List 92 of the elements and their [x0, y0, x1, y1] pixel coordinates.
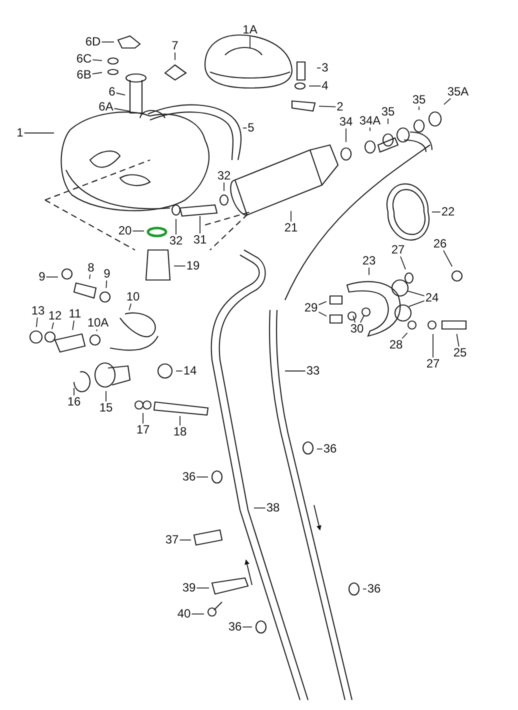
- callout-number: 39: [182, 582, 196, 594]
- callout-number: 27: [391, 244, 405, 256]
- leader-line: [242, 626, 252, 628]
- callout-number: 22: [441, 206, 455, 218]
- callout-number: 32: [217, 170, 231, 182]
- callout-number: 8: [88, 262, 94, 274]
- leader-line: [196, 476, 208, 478]
- leader-line: [316, 448, 323, 450]
- callout-number: 1A: [242, 24, 258, 36]
- callout-number: 29: [304, 302, 318, 314]
- leader-line: [89, 274, 91, 280]
- callout-number: 3: [322, 62, 328, 74]
- callout-number: 36: [228, 620, 242, 634]
- callout-number: 5: [248, 122, 254, 134]
- callout-number: 35: [412, 94, 426, 106]
- callout-number: 14: [183, 364, 197, 378]
- callout-number: 33: [306, 364, 320, 378]
- callout-number: 9: [38, 270, 46, 284]
- leader-line: [432, 334, 434, 358]
- callout-number: 36: [182, 470, 196, 484]
- leader-line: [128, 303, 132, 311]
- callout-number: 34A: [359, 114, 381, 128]
- leader-line: [142, 412, 144, 424]
- leader-line: [408, 300, 425, 308]
- leader-line: [36, 317, 38, 328]
- callout-number: 20: [118, 224, 132, 238]
- callout-number: 12: [48, 310, 62, 322]
- leader-line: [106, 280, 108, 288]
- callout-number: 26: [433, 238, 447, 250]
- callout-number: 25: [453, 346, 467, 360]
- callout-number: 6C: [76, 52, 92, 66]
- callout-number: 32: [169, 234, 183, 248]
- callout-number: 10A: [87, 316, 109, 330]
- leader-line: [174, 52, 176, 60]
- callout-number: 9: [104, 268, 110, 280]
- callout-number: 36: [323, 442, 337, 456]
- callout-number: 35A: [447, 86, 469, 98]
- leader-line: [456, 333, 460, 347]
- leader-line: [318, 301, 327, 306]
- leader-line: [24, 132, 54, 134]
- callout-number: 40: [177, 608, 191, 620]
- callout-number: 24: [425, 292, 439, 304]
- callout-number: 1: [16, 126, 24, 140]
- callout-number: 28: [389, 338, 403, 352]
- callout-number: 2: [336, 100, 344, 114]
- callout-number: 6D: [85, 36, 101, 48]
- leader-line: [318, 312, 327, 317]
- leader-line: [418, 106, 420, 110]
- leader-line: [132, 230, 144, 232]
- leader-line: [290, 210, 292, 222]
- leader-line: [368, 267, 370, 276]
- callout-number: 21: [284, 222, 298, 234]
- leader-line: [51, 322, 54, 330]
- leader-line: [176, 370, 183, 372]
- leader-line: [46, 276, 58, 278]
- leader-line: [116, 92, 126, 96]
- callout-number: 34: [339, 116, 353, 128]
- leader-line: [400, 256, 406, 270]
- callout-number: 36: [367, 582, 381, 596]
- callout-number: 19: [186, 260, 200, 272]
- callout-number: 4: [322, 80, 328, 92]
- leader-line: [114, 108, 131, 112]
- callout-number: 23: [362, 254, 376, 268]
- leader-line: [92, 72, 102, 74]
- leader-line: [284, 370, 306, 372]
- callout-number: 10: [126, 290, 140, 304]
- leader-line: [352, 315, 356, 323]
- leader-line: [402, 332, 408, 339]
- callout-number: 31: [193, 234, 207, 246]
- callout-number: 6A: [98, 100, 114, 114]
- callout-number: 15: [99, 402, 113, 414]
- callout-number: 30: [350, 322, 364, 336]
- leader-line: [444, 98, 452, 105]
- leader-line: [407, 290, 425, 296]
- callout-number: 6B: [76, 68, 92, 82]
- callout-number: 7: [172, 40, 178, 52]
- leader-line: [72, 320, 74, 330]
- callout-number: 35: [381, 106, 395, 118]
- callout-number: 16: [67, 396, 81, 408]
- callout-number: 27: [426, 358, 440, 370]
- callout-number: 17: [136, 424, 150, 436]
- leader-line: [362, 588, 367, 590]
- leader-line: [443, 250, 453, 267]
- callout-number: 13: [31, 304, 45, 318]
- callout-number: 37: [165, 534, 179, 546]
- callout-number: 38: [266, 502, 280, 514]
- callout-number: 6: [108, 86, 116, 98]
- callout-number: 18: [173, 426, 187, 438]
- leader-line: [92, 59, 102, 62]
- leader-line: [318, 106, 336, 108]
- callout-number: 11: [68, 308, 82, 320]
- leader-line: [360, 315, 365, 323]
